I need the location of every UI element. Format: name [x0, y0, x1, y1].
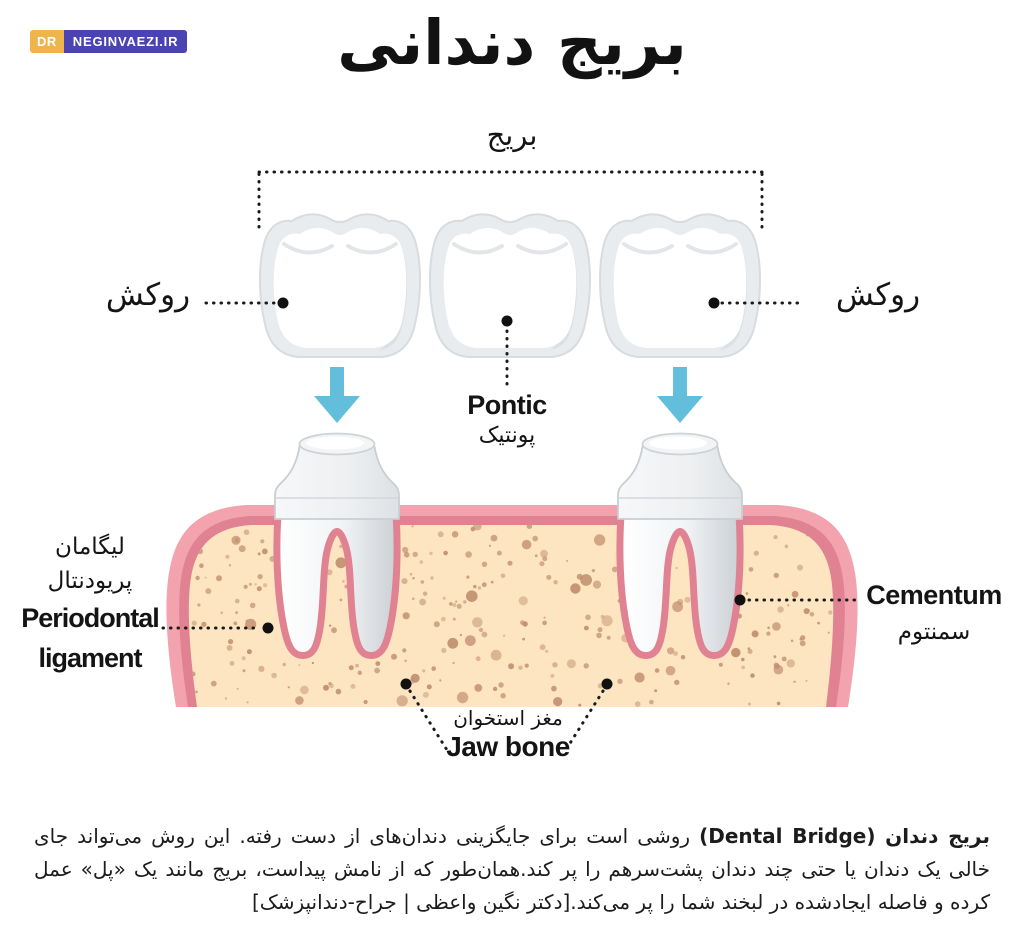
jawbone-label-block: مغز استخوان Jaw bone: [388, 706, 628, 763]
pontic-label-block: Pontic پونتیک: [407, 390, 607, 448]
crown-label-left: روکش: [105, 277, 191, 313]
periodontal-label-en-2: ligament: [38, 643, 142, 673]
bridge-label: بریج: [486, 118, 538, 152]
label-leader-lines-top: [204, 297, 800, 390]
crown-tooth-left: [257, 212, 423, 359]
jawbone-label-en: Jaw bone: [446, 731, 570, 762]
down-arrow-icon-right: [657, 367, 703, 423]
description-body: روشی است برای جایگزینی دندان‌های از دست …: [34, 824, 990, 914]
periodontal-label-en-1: Periodontal: [21, 603, 160, 633]
bridge-bracket: [257, 170, 764, 231]
pontic-label-en: Pontic: [467, 390, 547, 420]
periodontal-label-fa-2: پریودنتال: [47, 568, 133, 594]
periodontal-label-block: لیگامان پریودنتال Periodontal ligament: [2, 530, 178, 678]
pontic-label-fa: پونتیک: [478, 423, 536, 448]
label-leader-lines-bottom: [161, 594, 860, 752]
cementum-label-fa: سمنتوم: [897, 619, 971, 645]
jawbone-label-fa: مغز استخوان: [453, 706, 563, 730]
abutment-tooth-left: [274, 432, 400, 520]
badge-dr-label: DR: [30, 30, 64, 53]
page-title: بریج دندانی: [337, 6, 688, 79]
pontic-tooth: [427, 212, 593, 359]
abutment-tooth-right: [617, 432, 743, 520]
periodontal-label-fa-1: لیگامان: [55, 534, 125, 560]
crown-label-right: روکش: [835, 277, 921, 313]
cementum-label-en: Cementum: [866, 580, 1002, 610]
site-badge: DR NEGINVAEZI.IR: [30, 30, 188, 53]
cementum-label-block: Cementum سمنتوم: [846, 580, 1022, 645]
crown-tooth-right: [597, 212, 763, 359]
badge-site-label: NEGINVAEZI.IR: [63, 30, 188, 53]
jaw-bone-illustration: [166, 432, 858, 707]
description-paragraph: بریج دندان (Dental Bridge) روشی است برای…: [34, 820, 990, 919]
down-arrow-icon-left: [314, 367, 360, 423]
description-lead: بریج دندان (Dental Bridge): [699, 824, 990, 848]
